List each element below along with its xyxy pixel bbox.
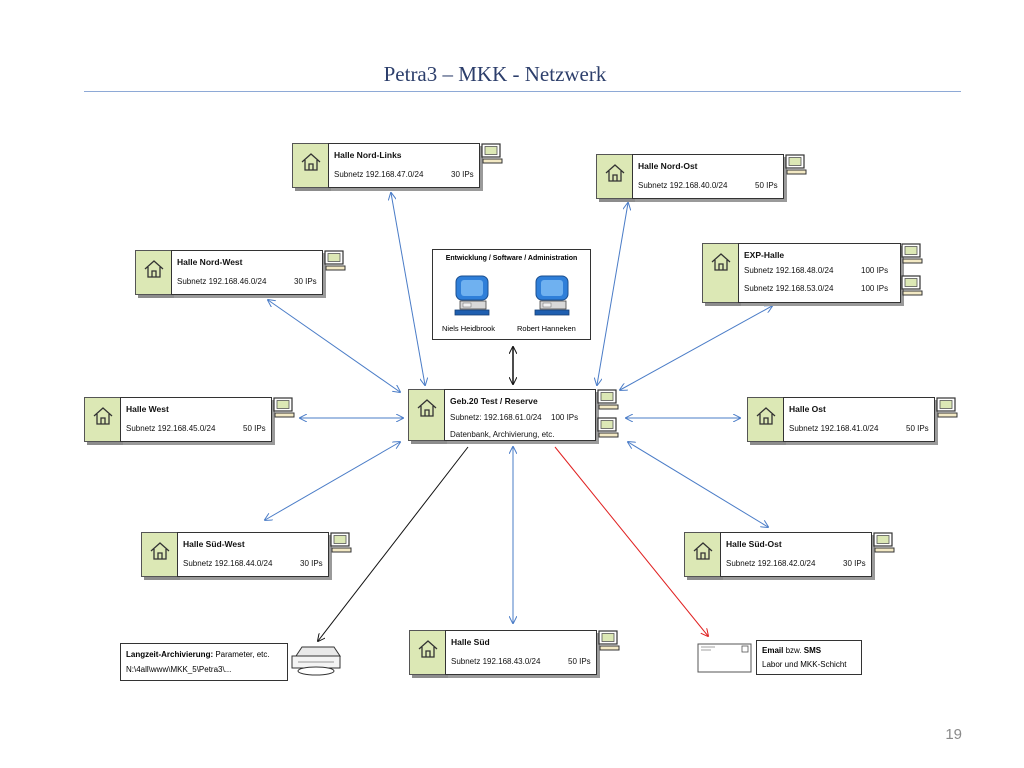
hall-name: Halle Nord-Links — [334, 150, 402, 160]
house-icon — [693, 542, 713, 560]
sms-label: SMS — [803, 646, 822, 655]
link-nord-ost — [597, 203, 628, 385]
envelope-icon — [697, 643, 752, 673]
computer-icon — [901, 243, 923, 264]
slide-title: Petra3 – MKK - Netzwerk — [383, 62, 607, 86]
archive-label: Parameter, etc. — [213, 650, 270, 659]
node-services: Datenbank, Archivierung, etc. — [450, 430, 555, 439]
hall-subnet: Subnetz 192.168.47.0/24 — [334, 170, 424, 179]
hall-subnet: Subnetz 192.168.44.0/24 — [183, 559, 273, 568]
link-exp — [620, 306, 772, 390]
email-recipients: Labor und MKK-Schicht — [762, 660, 847, 669]
computer-icon — [481, 143, 503, 164]
hall-ip-count: 50 IPs — [243, 424, 266, 433]
person-label: Niels Heidbrook — [442, 324, 495, 333]
house-icon — [150, 542, 170, 560]
dev-admin-box[interactable]: Entwicklung / Software / Administration … — [432, 249, 591, 340]
node-ip-count: 100 IPs — [551, 413, 579, 422]
computer-icon — [273, 397, 295, 418]
link-nord-west — [268, 300, 400, 392]
email-label: Email — [762, 646, 784, 655]
hall-subnet: Subnetz 192.168.45.0/24 — [126, 424, 216, 433]
house-icon — [144, 260, 164, 278]
house-icon — [417, 399, 437, 417]
hall-ip-count: 100 IPs — [861, 266, 889, 275]
storage-drive-icon — [291, 646, 341, 676]
email-connector: bzw. — [783, 646, 804, 655]
computer-icon — [873, 532, 895, 553]
house-icon — [605, 164, 625, 182]
computer-icon — [597, 389, 619, 410]
page-number: 19 — [945, 726, 962, 743]
hall-subnet: Subnetz 192.168.43.0/24 — [451, 657, 541, 666]
hall-subnet: Subnetz 192.168.40.0/24 — [638, 181, 728, 190]
house-icon — [756, 407, 776, 425]
computer-icon — [901, 275, 923, 296]
hall-ip-count: 50 IPs — [568, 657, 591, 666]
email-sms-box[interactable]: Email bzw. SMS Labor und MKK-Schicht — [756, 640, 862, 675]
link-email — [554, 446, 708, 636]
link-sued-west — [265, 442, 400, 520]
link-sued-ost — [628, 442, 768, 527]
dev-box-header: Entwicklung / Software / Administration — [445, 255, 578, 262]
title-divider — [84, 91, 961, 92]
archive-path: N:\4all\www\MKK_5\Petra3\... — [126, 665, 232, 674]
hall-subnet: Subnetz 192.168.42.0/24 — [726, 559, 816, 568]
archive-label-bold: Langzeit-Archivierung: — [126, 650, 214, 659]
person-label: Robert Hanneken — [517, 324, 576, 333]
node-subnet: Subnetz: 192.168.61.0/24 — [450, 413, 542, 422]
computer-icon — [785, 154, 807, 175]
computer-icon — [330, 532, 352, 553]
hall-ip-count: 30 IPs — [300, 559, 323, 568]
hall-name: Halle West — [126, 404, 169, 414]
computer-icon — [936, 397, 958, 418]
workstation-icon — [534, 275, 570, 316]
archive-box[interactable]: Langzeit-Archivierung: Parameter, etc. N… — [120, 643, 288, 681]
hall-ip-count: 30 IPs — [294, 277, 317, 286]
house-icon — [711, 253, 731, 271]
hall-subnet: Subnetz 192.168.46.0/24 — [177, 277, 267, 286]
computer-icon — [324, 250, 346, 271]
link-nord-links — [391, 193, 425, 385]
computer-icon — [597, 417, 619, 438]
hall-name: Halle Süd — [451, 637, 490, 647]
house-icon — [301, 153, 321, 171]
computer-icon — [598, 630, 620, 651]
hall-ip-count: 30 IPs — [451, 170, 474, 179]
hall-name: Halle Ost — [789, 404, 826, 414]
hall-name: Halle Süd-West — [183, 539, 245, 549]
hall-ip-count: 50 IPs — [755, 181, 778, 190]
hall-name: Halle Nord-West — [177, 257, 243, 267]
link-archive — [318, 446, 469, 641]
hall-name: Halle Süd-Ost — [726, 539, 782, 549]
house-icon — [418, 640, 438, 658]
workstation-icon — [454, 275, 490, 316]
hall-name: EXP-Halle — [744, 250, 785, 260]
hall-subnet: Subnetz 192.168.53.0/24 — [744, 284, 834, 293]
hall-ip-count: 100 IPs — [861, 284, 889, 293]
hall-ip-count: 50 IPs — [906, 424, 929, 433]
hall-subnet: Subnetz 192.168.41.0/24 — [789, 424, 879, 433]
hall-subnet: Subnetz 192.168.48.0/24 — [744, 266, 834, 275]
node-name: Geb.20 Test / Reserve — [450, 396, 538, 406]
hall-ip-count: 30 IPs — [843, 559, 866, 568]
hall-name: Halle Nord-Ost — [638, 161, 698, 171]
house-icon — [93, 407, 113, 425]
